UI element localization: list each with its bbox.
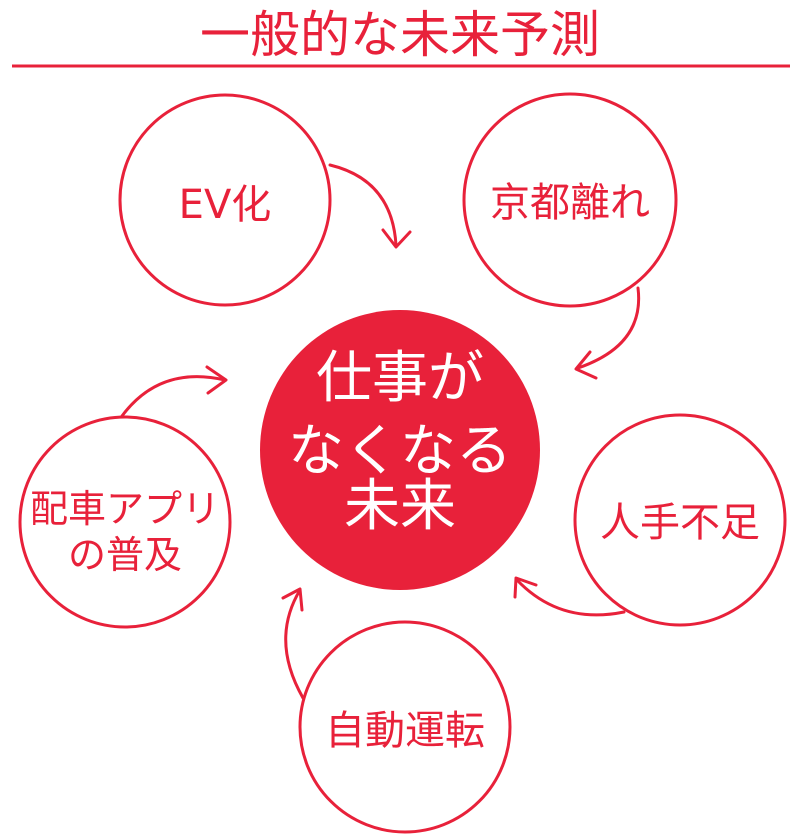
center-circle — [260, 310, 540, 590]
page-title: 一般的な未来予測 — [200, 6, 600, 64]
center-text-line-3: 未来 — [344, 474, 456, 539]
factor-circle-ev — [118, 93, 332, 307]
factor-label-kyoto: 京都離れ — [490, 180, 650, 226]
factor-circle-kyoto — [462, 92, 678, 308]
center-text-line-1: 仕事が — [316, 346, 484, 411]
factor-label-auto: 自動運転 — [325, 708, 485, 754]
factor-label-ev: EV化 — [179, 182, 272, 228]
arrow-kyoto-to-center — [574, 286, 641, 380]
center-text-line-2: なくなる — [288, 419, 512, 484]
factor-circle-auto — [298, 620, 512, 834]
factor-circle-labor — [573, 413, 787, 627]
factor-circle-app — [18, 415, 232, 629]
arrow-app-to-center — [120, 365, 228, 418]
arrow-ev-to-center — [328, 163, 412, 249]
factor-label-app-line-1: 配車アプリ — [30, 487, 220, 531]
factor-label-labor: 人手不足 — [600, 500, 760, 546]
arrow-auto-to-center — [281, 587, 305, 700]
arrow-labor-to-center — [513, 576, 626, 617]
factor-label-app-line-2: の普及 — [68, 533, 182, 577]
